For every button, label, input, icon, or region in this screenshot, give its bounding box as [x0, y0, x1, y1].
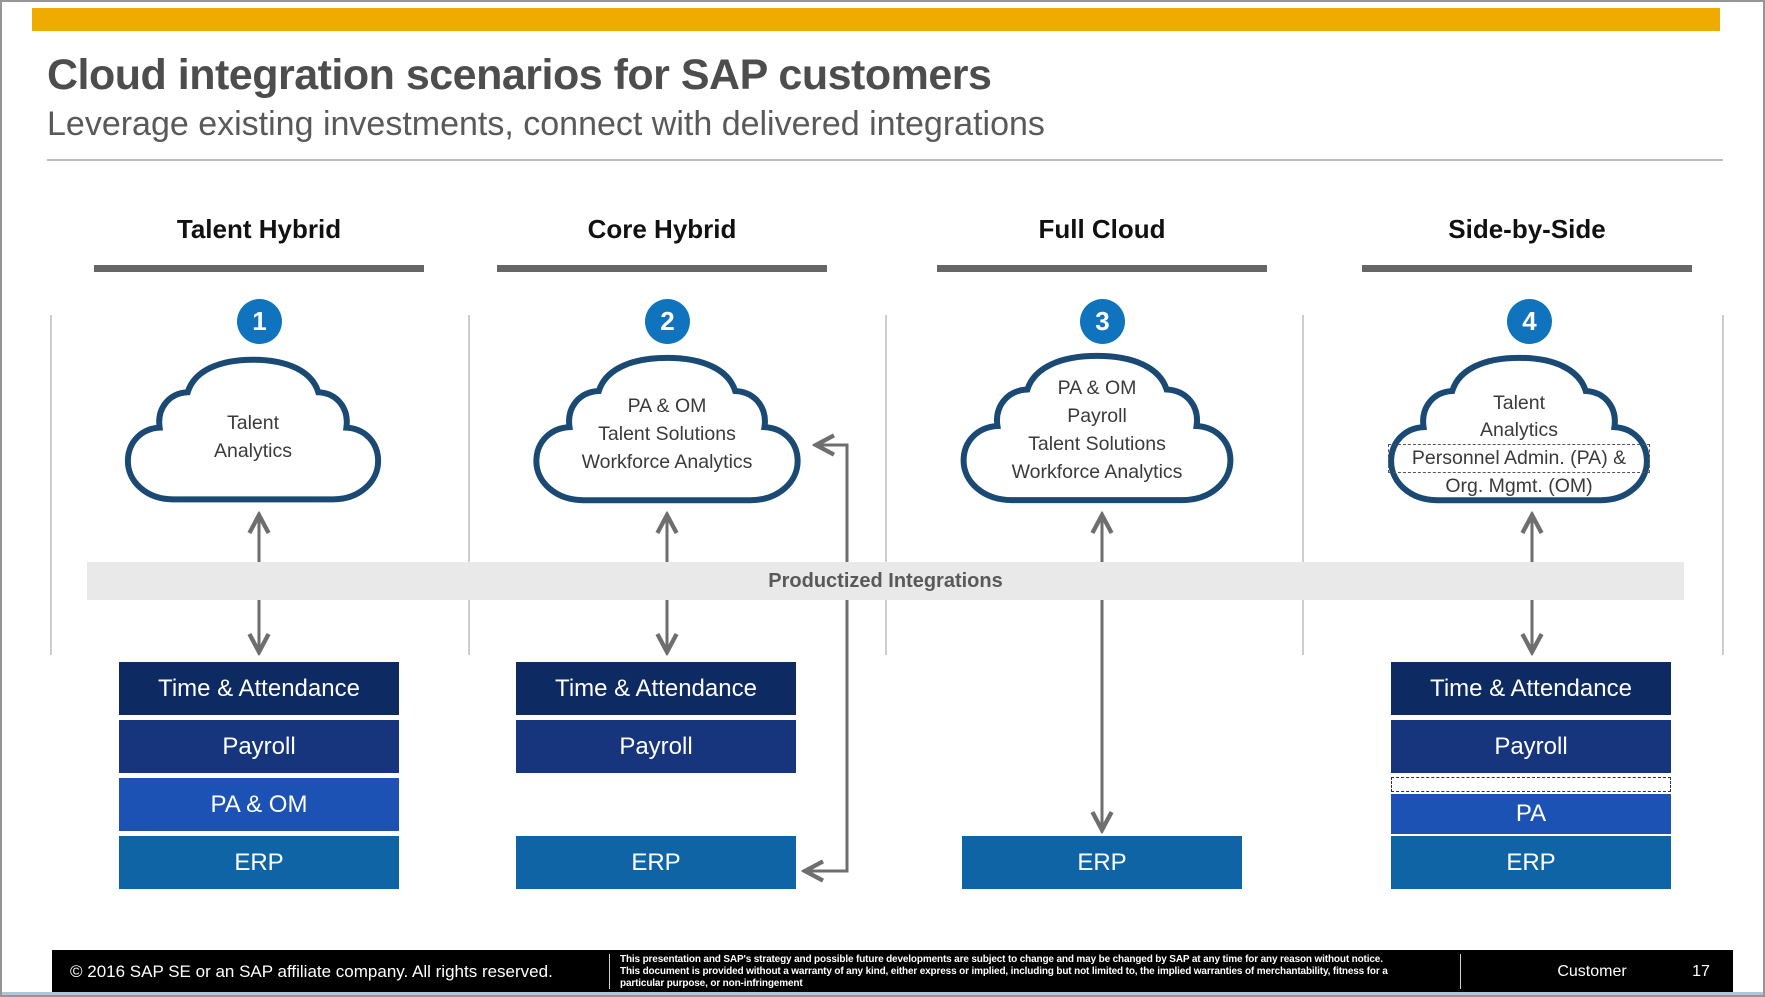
productized-integrations-band: Productized Integrations	[87, 562, 1684, 600]
column-divider	[1302, 315, 1304, 655]
step-badge-3: 3	[1080, 299, 1125, 344]
box-erp: ERP	[516, 836, 796, 889]
cloud-service-label: PA & OM	[627, 395, 707, 417]
footer-bar: © 2016 SAP SE or an SAP affiliate compan…	[52, 950, 1733, 993]
cloud-service-label: Talent Solutions	[1028, 433, 1166, 455]
box-erp: ERP	[1391, 836, 1671, 889]
box-payroll: Payroll	[516, 720, 796, 773]
cloud-core-hybrid: PA & OM Talent Solutions Workforce Analy…	[525, 352, 809, 508]
column-header-side-by-side: Side-by-Side	[1448, 214, 1606, 244]
cloud-shape	[952, 350, 1242, 508]
disclaimer-line: This presentation and SAP's strategy and…	[620, 954, 1383, 965]
cloud-service-label: Talent	[226, 412, 280, 434]
disclaimer-line: particular purpose, or non-infringement	[620, 978, 803, 989]
step-badge-2: 2	[645, 299, 690, 344]
cloud-service-label: Talent	[1492, 392, 1546, 414]
disclaimer-text: This presentation and SAP's strategy and…	[620, 954, 1455, 990]
slide-subtitle: Leverage existing investments, connect w…	[47, 105, 1045, 143]
column-divider	[468, 315, 470, 655]
step-badge-4: 4	[1507, 299, 1552, 344]
cloud-service-label: PA & OM	[1057, 377, 1137, 399]
cloud-service-label-dashed-box: Personnel Admin. (PA) &	[1388, 444, 1650, 473]
box-time-attendance: Time & Attendance	[119, 662, 399, 715]
classification-label: Customer	[1557, 962, 1627, 980]
cloud-service-label: Workforce Analytics	[581, 451, 753, 473]
cloud-shape	[525, 352, 809, 508]
cloud-shape	[117, 354, 389, 507]
box-time-attendance: Time & Attendance	[1391, 662, 1671, 715]
header-underline	[1362, 265, 1692, 272]
header-underline	[497, 265, 827, 272]
header-underline	[94, 265, 424, 272]
cloud-side-by-side: Talent Analytics Personnel Admin. (PA) &…	[1380, 352, 1658, 508]
band-label: Productized Integrations	[768, 569, 1003, 592]
cloud-services: Talent Analytics Personnel Admin. (PA) &…	[1380, 390, 1658, 500]
column-divider	[50, 315, 52, 655]
cloud-service-label: Analytics	[1479, 419, 1559, 441]
slide-title: Cloud integration scenarios for SAP cust…	[47, 51, 992, 99]
box-pa-om: PA & OM	[119, 778, 399, 831]
box-payroll: Payroll	[1391, 720, 1671, 773]
box-erp: ERP	[962, 836, 1242, 889]
column-header-talent-hybrid: Talent Hybrid	[176, 214, 342, 244]
cloud-services: PA & OM Talent Solutions Workforce Analy…	[525, 392, 809, 476]
column-header-full-cloud: Full Cloud	[1038, 214, 1166, 244]
cloud-services: Talent Analytics	[117, 409, 389, 465]
column-header-core-hybrid: Core Hybrid	[587, 214, 737, 244]
title-divider	[47, 159, 1723, 161]
step-badge-1: 1	[237, 299, 282, 344]
column-divider	[885, 315, 887, 655]
bottom-edge-line	[2, 992, 1763, 995]
column-divider	[1722, 315, 1724, 655]
brand-accent-bar	[32, 8, 1720, 31]
cloud-services: PA & OM Payroll Talent Solutions Workfor…	[952, 374, 1242, 486]
cloud-talent-hybrid: Talent Analytics	[117, 354, 389, 507]
elbow-arrow-erp-to-cloud	[805, 445, 849, 871]
disclaimer-line: This document is provided without a warr…	[620, 966, 1388, 977]
cloud-full-cloud: PA & OM Payroll Talent Solutions Workfor…	[952, 350, 1242, 508]
header-underline	[937, 265, 1267, 272]
cloud-service-label: Workforce Analytics	[1011, 461, 1183, 483]
dashed-boundary-strip	[1391, 777, 1671, 792]
page-number: 17	[1692, 962, 1710, 980]
box-payroll: Payroll	[119, 720, 399, 773]
cloud-service-label: Analytics	[213, 440, 293, 462]
box-pa: PA	[1391, 794, 1671, 834]
cloud-service-label: Payroll	[1067, 405, 1127, 427]
cloud-service-label: Org. Mgmt. (OM)	[1445, 475, 1593, 497]
cloud-service-label: Talent Solutions	[598, 423, 736, 445]
box-time-attendance: Time & Attendance	[516, 662, 796, 715]
footer-separator	[609, 954, 610, 989]
copyright-text: © 2016 SAP SE or an SAP affiliate compan…	[70, 961, 553, 981]
footer-separator	[1460, 954, 1461, 989]
box-erp: ERP	[119, 836, 399, 889]
